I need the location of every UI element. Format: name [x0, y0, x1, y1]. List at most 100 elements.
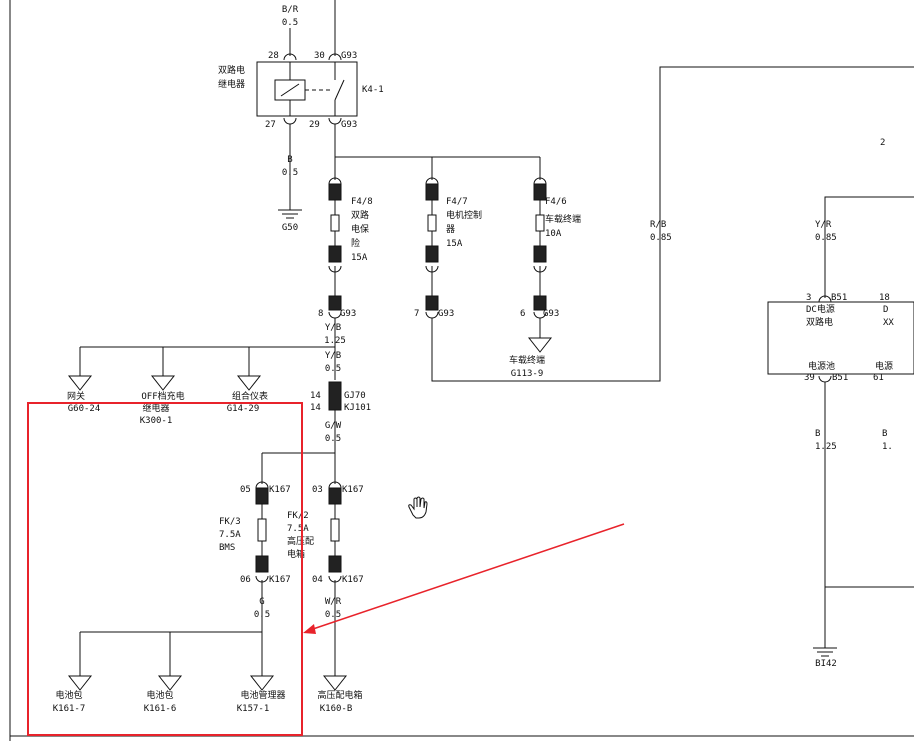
battery-source-connector-arc — [818, 375, 832, 383]
terminal-bms-code: K157-1 — [237, 704, 270, 714]
terminal-off-relay-icon — [150, 375, 176, 391]
fuse-f4-7-name2: 器 — [446, 224, 455, 235]
wire-code-rb: R/B — [650, 220, 666, 230]
fuse-f4-6-id: F4/6 — [545, 197, 567, 207]
terminal-off-relay-name1: OFF档充电 — [141, 390, 184, 402]
pin-27: 27 — [265, 120, 276, 130]
connector-gj70-pin: 14 — [310, 391, 321, 401]
terminal-telematics-code: G113-9 — [511, 369, 544, 379]
wire-code-top: B/R — [282, 5, 299, 15]
connector-kj101-pin: 14 — [310, 403, 321, 413]
right-pin-18: 18 — [879, 293, 890, 303]
terminal-bms-icon — [249, 675, 275, 691]
dc-source-connector-label: B51 — [831, 293, 847, 303]
fk2-in-connector: K167 — [342, 485, 364, 495]
terminal-hv-box-icon — [322, 675, 348, 691]
g93-pin-6: 6 — [520, 309, 525, 319]
fuse-f4-6 — [533, 177, 547, 273]
battery-source-connector: B51 — [832, 373, 848, 383]
wire-size-yr: 0.85 — [815, 233, 837, 243]
right-cut-label1: D — [883, 305, 888, 315]
right-edge-2: 2 — [880, 138, 885, 148]
terminal-battery-pack-7-icon — [67, 675, 93, 691]
wire-code-yb2: Y/B — [325, 351, 341, 361]
relay-switch-icon — [334, 79, 345, 101]
wire-code-wr: W/R — [325, 597, 342, 607]
wire-size-yb1: 1.25 — [324, 336, 346, 346]
terminal-hv-box-code: K160-B — [320, 704, 353, 714]
g93-pin-7: 7 — [414, 309, 419, 319]
connector-g93-6 — [533, 295, 547, 311]
wire-yr — [824, 196, 914, 298]
fuse-fk-3 — [255, 481, 269, 583]
dc-source-connector — [818, 295, 832, 303]
terminal-battery-pack-6-code: K161-6 — [144, 704, 177, 714]
fuse-fk-2-name1: 高压配 — [287, 535, 314, 547]
right-cut-label4: 61 — [873, 373, 884, 383]
connector-g93-8 — [328, 295, 342, 311]
fuse-fk-3-rating: 7.5A — [219, 530, 241, 540]
fuse-fk-3-name: BMS — [219, 543, 235, 553]
battery-source-pin: 39 — [804, 373, 815, 383]
fk3-out-pin: 06 — [240, 575, 251, 585]
dc-source-box — [767, 301, 914, 375]
terminal-off-relay-name2: 继电器 — [142, 402, 169, 414]
fk2-out-connector: K167 — [342, 575, 364, 585]
fuse-f4-7 — [425, 177, 439, 273]
wire-code-g: G — [259, 597, 264, 607]
fuse-f4-6-rating: 10A — [545, 229, 562, 239]
terminal-gateway-code: G60-24 — [68, 404, 101, 414]
wire-code-b-right: B — [815, 429, 820, 439]
fuse-f4-7-name1: 电机控制 — [446, 209, 482, 221]
connector-gj70-id: GJ70 — [344, 391, 366, 401]
pin-28: 28 — [268, 51, 279, 61]
pin-29: 29 — [309, 120, 320, 130]
relay-top-connectors — [283, 53, 342, 61]
fuse-f4-7-id: F4/7 — [446, 197, 468, 207]
wire-size-rb: 0.85 — [650, 233, 672, 243]
terminal-gateway-name: 网关 — [67, 390, 85, 402]
right-cut-label3: 电源 — [875, 360, 893, 372]
highlight-box — [27, 402, 303, 736]
terminal-battery-pack-6-icon — [157, 675, 183, 691]
dc-source-label1: DC电源 — [806, 303, 835, 315]
fuse-f4-8-name2: 电保 — [351, 223, 369, 235]
terminal-battery-pack-7-name: 电池包 — [55, 689, 82, 701]
terminal-battery-pack-7-code: K161-7 — [53, 704, 86, 714]
pin-30: 30 — [314, 51, 325, 61]
wire-code-gw: G/W — [325, 421, 342, 431]
wire-code-b: B — [287, 155, 292, 165]
terminal-telematics-icon — [527, 337, 553, 353]
terminal-bms-name: 电池管理器 — [240, 689, 285, 701]
relay-coil-diagonal — [280, 83, 300, 97]
relay-label-line2: 继电器 — [218, 78, 245, 90]
wire-code-yb1: Y/B — [325, 323, 341, 333]
fk2-in-pin: 03 — [312, 485, 323, 495]
right-cut-b: B — [882, 429, 887, 439]
ground-bi42: BI42 — [815, 659, 837, 669]
wire-code-yr: Y/R — [815, 220, 832, 230]
relay-id: K4-1 — [362, 85, 384, 95]
wire-size-b-right: 1.25 — [815, 442, 837, 452]
terminal-battery-pack-6-name: 电池包 — [146, 689, 173, 701]
fk3-out-connector: K167 — [269, 575, 291, 585]
fuse-fk-2-name2: 电箱 — [287, 548, 305, 560]
terminal-cluster-icon — [236, 375, 262, 391]
terminal-cluster-code: G14-29 — [227, 404, 260, 414]
ground-g50: G50 — [282, 223, 298, 233]
terminal-telematics-name: 车载终端 — [509, 354, 545, 366]
relay-label-line1: 双路电 — [218, 64, 245, 76]
fuse-f4-8-rating: 15A — [351, 253, 368, 263]
wire-size-b: 0.5 — [282, 168, 298, 178]
connector-kj101-id: KJ101 — [344, 403, 371, 413]
fuse-fk-2-rating: 7.5A — [287, 524, 309, 534]
fuse-f4-8-id: F4/8 — [351, 197, 373, 207]
hand-cursor-icon[interactable] — [408, 496, 428, 519]
right-cut-b-size: 1. — [882, 442, 893, 452]
right-cut-label2: XX — [883, 318, 894, 328]
fuse-f4-7-rating: 15A — [446, 239, 463, 249]
terminal-hv-box-name: 高压配电箱 — [317, 689, 362, 701]
dc-source-pin: 3 — [806, 293, 811, 303]
connector-g93-a: G93 — [341, 51, 357, 61]
fuse-fk-2-id: FK/2 — [287, 511, 309, 521]
